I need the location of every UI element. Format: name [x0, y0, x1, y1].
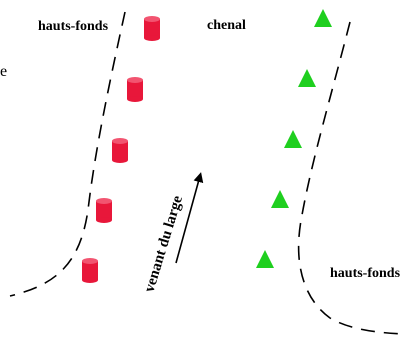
edge-letter: e [0, 63, 7, 80]
port-buoys [82, 16, 160, 283]
right-shallows-boundary [297, 21, 405, 335]
label-chenal: chenal [207, 18, 246, 33]
green-cone-buoy-icon [284, 130, 302, 148]
green-cone-buoy-icon [271, 190, 289, 208]
green-cone-buoy-icon [298, 69, 316, 87]
green-cone-buoy-icon [314, 9, 332, 27]
label-hauts-fonds-top: hauts-fonds [38, 19, 109, 34]
red-cylinder-buoy-icon [96, 198, 112, 223]
label-venant-du-large: venant du large [142, 194, 187, 295]
green-cone-buoy-icon [256, 250, 274, 268]
label-hauts-fonds-right: hauts-fonds [330, 266, 401, 281]
red-cylinder-buoy-icon [82, 258, 98, 283]
red-cylinder-buoy-icon [127, 77, 143, 102]
red-cylinder-buoy-icon [112, 138, 128, 163]
starboard-buoys [256, 9, 332, 268]
left-shallows-boundary [9, 11, 126, 297]
seaward-arrow [175, 172, 204, 264]
red-cylinder-buoy-icon [144, 16, 160, 41]
